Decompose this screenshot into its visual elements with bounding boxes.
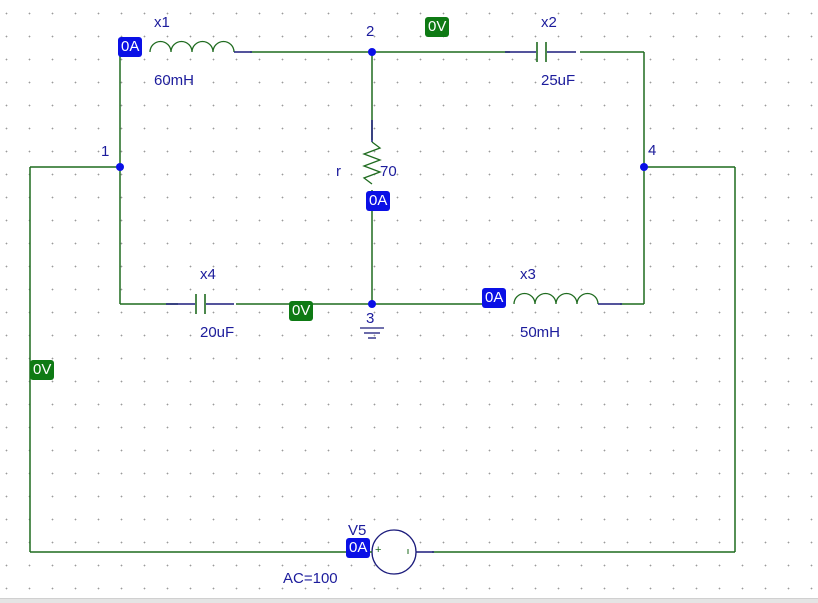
resistor-r[interactable]	[362, 120, 382, 185]
node-label-2: 2	[366, 23, 375, 40]
x4-value-label: 20uF	[200, 324, 235, 341]
v5-name-label: V5	[348, 522, 367, 539]
r-name-label: r	[336, 163, 341, 180]
x1-value-label: 60mH	[154, 72, 195, 89]
ground-icon	[360, 327, 384, 339]
x4-name-label: x4	[200, 266, 216, 283]
x2-name-label: x2	[541, 14, 557, 31]
voltage-marker-bottom[interactable]: 0V	[289, 301, 314, 321]
inductor-x3-coils	[513, 292, 599, 305]
inductor-x1-coils	[149, 40, 235, 53]
node-dot-1[interactable]	[116, 163, 124, 171]
resistor-r-zigzag	[362, 141, 382, 185]
r-value-label: 70	[380, 163, 397, 180]
node-label-4: 4	[648, 142, 657, 159]
node-dot-2[interactable]	[368, 48, 376, 56]
node-dot-4[interactable]	[640, 163, 648, 171]
v5-plus-sign: +	[375, 544, 382, 556]
node-dot-3[interactable]	[368, 300, 376, 308]
window-bottom-edge	[0, 598, 818, 603]
node-label-1: 1	[101, 143, 110, 160]
voltage-marker-left[interactable]: 0V	[30, 360, 55, 380]
v5-value-label: AC=100	[283, 570, 338, 587]
x3-value-label: 50mH	[520, 324, 561, 341]
x3-name-label: x3	[520, 266, 536, 283]
capacitor-x4[interactable]	[166, 294, 234, 314]
current-marker-x3[interactable]: 0A	[482, 288, 507, 308]
x1-name-label: x1	[154, 14, 170, 31]
x2-value-label: 25uF	[541, 72, 576, 89]
current-marker-r[interactable]: 0A	[366, 191, 391, 211]
inductor-x1[interactable]	[149, 40, 252, 53]
capacitor-x2[interactable]	[505, 42, 576, 62]
current-marker-x1[interactable]: 0A	[118, 37, 143, 57]
current-marker-v5[interactable]: 0A	[346, 538, 371, 558]
node-label-3: 3	[366, 310, 375, 327]
voltage-marker-top[interactable]: 0V	[425, 17, 450, 37]
inductor-x3[interactable]	[513, 292, 622, 305]
